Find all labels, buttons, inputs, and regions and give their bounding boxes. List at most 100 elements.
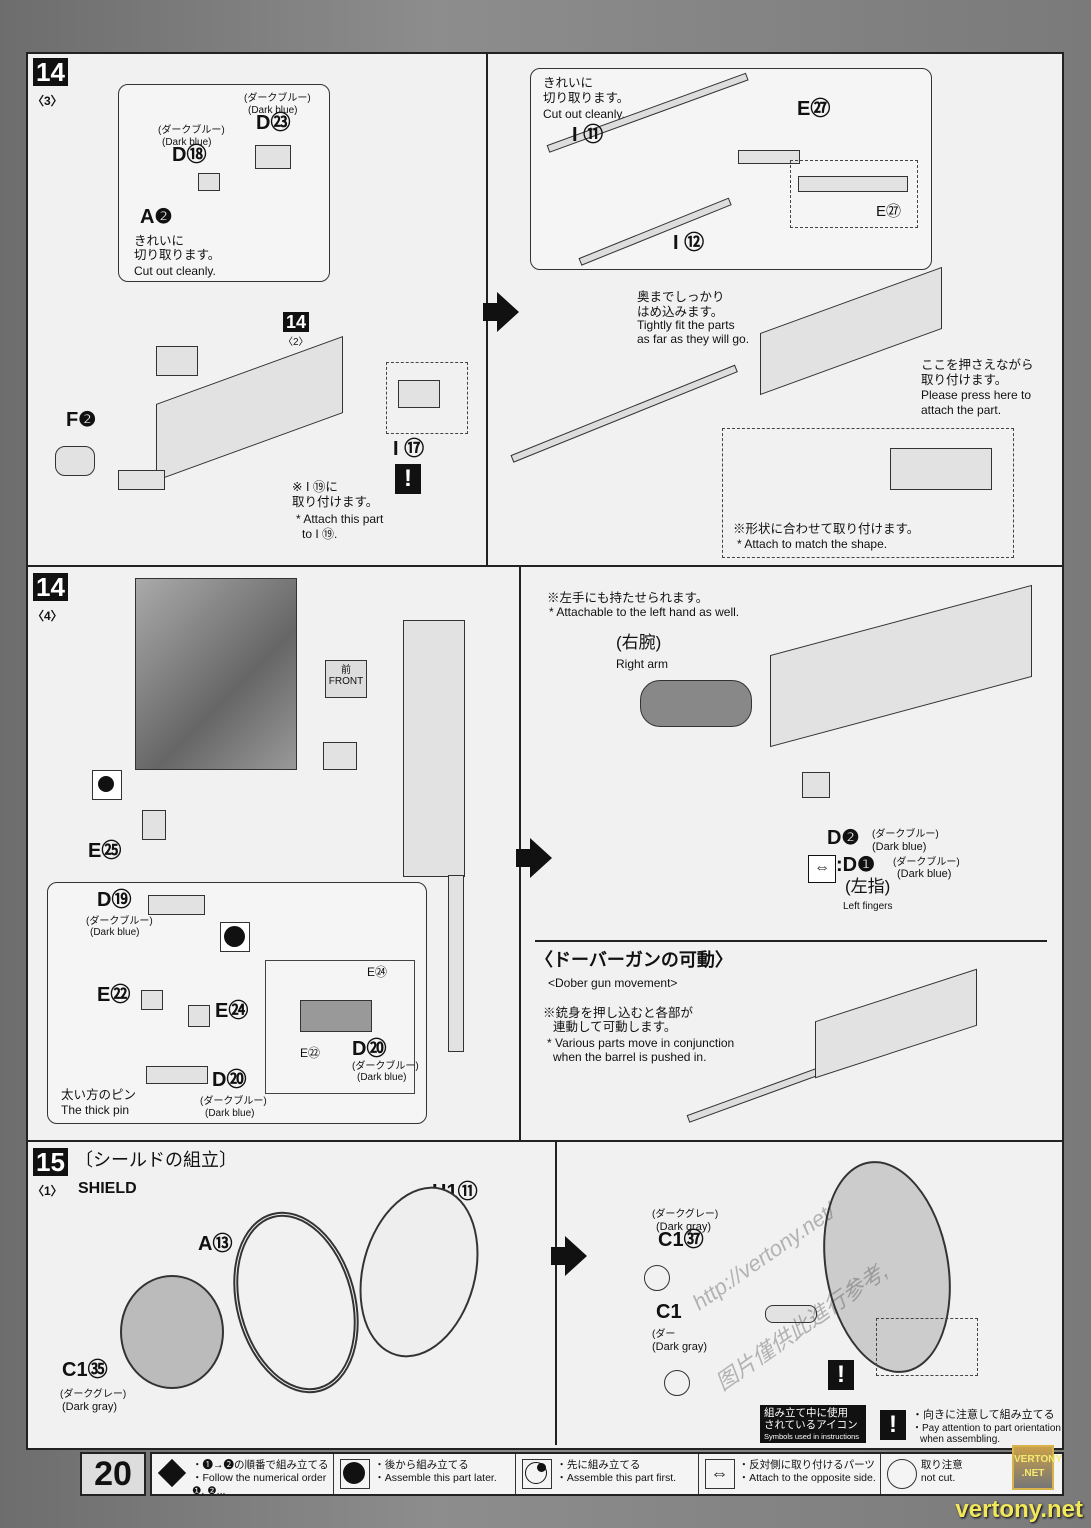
part-label: I ⑰ [393, 438, 425, 460]
part-label: C1㊲ [658, 1229, 704, 1251]
legend-jp: ・反対側に取り付けるパーツ [738, 1459, 875, 1471]
note: attach the part. [921, 403, 1002, 417]
color-label: (Dark blue) [357, 1072, 407, 1083]
note: * Various parts move in conjunction [547, 1036, 735, 1050]
part-d23 [255, 145, 291, 169]
part-label: A⑬ [198, 1233, 233, 1255]
legend-item-numerical-order: ・❶→❷の順番で組み立てる・Follow the numerical order… [152, 1454, 335, 1497]
gun-side-view [403, 620, 465, 877]
color-label: (Dark blue) [872, 841, 927, 853]
part-label: D⑲ [97, 889, 132, 911]
icons-header-en: Symbols used in instructions [764, 1432, 860, 1441]
note: 奥までしっかり [637, 290, 725, 304]
color-label: (ダークブルー) [352, 1061, 419, 1072]
legend-en: ・Assemble this part first. [556, 1472, 677, 1484]
color-label: (Dark gray) [656, 1221, 712, 1233]
part-label: D❷ [827, 827, 860, 849]
do-not-cut-icon [664, 1370, 690, 1396]
part-label: D⑳ [352, 1038, 387, 1060]
note: 取り付けます。 [921, 373, 1008, 387]
note: The thick pin [61, 1103, 130, 1117]
detail-box [790, 160, 918, 228]
do-not-cut-icon [644, 1265, 670, 1291]
part-e22 [141, 990, 163, 1010]
legend-jp: 取り注意 [920, 1459, 963, 1471]
legend-jp: ・後から組み立てる [374, 1459, 469, 1471]
note: to I ⑲. [302, 527, 338, 541]
next-arrow-icon [483, 292, 519, 332]
step-number: 14 [33, 573, 68, 601]
assemble-first-icon [92, 770, 122, 800]
note: as far as they will go. [637, 332, 750, 346]
note: 切り取ります。 [543, 91, 630, 105]
orientation-warning-icon: ! [395, 464, 421, 494]
part-label: E㉗ [797, 98, 831, 120]
note: ・向きに注意して組み立てる [912, 1409, 1055, 1421]
section-title: 〔シールドの組立〕 [75, 1150, 237, 1170]
part-label: C1 [656, 1301, 682, 1323]
symbol-legend: ・❶→❷の順番で組み立てる・Follow the numerical order… [150, 1452, 1064, 1497]
color-label: (Dark gray) [62, 1401, 118, 1413]
note: when assembling. [920, 1434, 1001, 1445]
step-number: 14 [33, 58, 68, 86]
color-label: (ダークブルー) [893, 857, 960, 868]
legend-item-opposite-side: ⇔・反対側に取り付けるパーツ・Attach to the opposite si… [699, 1454, 881, 1494]
note: (右腕) [616, 633, 662, 652]
note: ここを押さえながら [921, 358, 1034, 372]
note: Right arm [616, 657, 669, 671]
step-number: 15 [33, 1148, 68, 1176]
part-d19 [148, 895, 205, 915]
color-label: (ダー [652, 1329, 676, 1340]
divider [26, 1140, 1062, 1142]
part-d20 [146, 1066, 208, 1084]
front-label-en: FRONT [328, 676, 364, 687]
note: ※ I ⑲に [292, 480, 338, 494]
part-label: I ⑫ [673, 232, 705, 254]
part-label: E㉔ [367, 965, 388, 979]
part-bracket [323, 742, 357, 770]
color-label: (Dark blue) [162, 137, 212, 148]
note: (左指) [845, 877, 891, 896]
legend-en: not cut. [920, 1472, 956, 1484]
note: 連動して可動します。 [553, 1020, 677, 1034]
opposite-side-icon: ⇔ [704, 1459, 735, 1489]
part-label: D⑱ [172, 144, 207, 166]
detail-box [722, 428, 1014, 558]
part-d2-hand [802, 772, 830, 798]
part-label: I ⑪ [572, 124, 604, 146]
divider [535, 940, 1047, 942]
gun-body-detail [890, 448, 992, 490]
section-subtitle: SHIELD [78, 1180, 137, 1197]
icons-legend-header: 組み立て中に使用 されているアイコン Symbols used in instr… [760, 1405, 866, 1443]
assemble-later-icon [220, 922, 250, 952]
part-label: D⑳ [212, 1069, 247, 1091]
step-sub: 〈1〉 [32, 1184, 63, 1198]
color-label: (Dark blue) [248, 105, 298, 116]
color-label: (ダークブルー) [158, 125, 225, 136]
note: ※左手にも持たせられます。 [547, 591, 709, 605]
part-label: D㉓ [256, 112, 291, 134]
note: when the barrel is pushed in. [553, 1050, 707, 1064]
note: きれいに [543, 76, 594, 90]
part-label: C1㉟ [62, 1359, 108, 1381]
note: Tightly fit the parts [637, 318, 735, 332]
callout-box [530, 68, 932, 270]
shield-core-c1 [120, 1275, 224, 1389]
watermark-badge: VERTONY .NET [1012, 1445, 1062, 1490]
divider [26, 565, 1062, 567]
note: Cut out cleanly. [134, 264, 216, 278]
shield-handle [765, 1305, 817, 1323]
color-label: (ダークグレー) [60, 1389, 127, 1400]
part-label: :D❶ [836, 854, 876, 876]
robot-photo [135, 578, 297, 770]
front-label-jp: 前 [341, 665, 351, 676]
legend-item-assemble-later: ・後から組み立てる・Assemble this part later. [334, 1454, 517, 1494]
page-number: 20 [80, 1452, 146, 1496]
part-label: E㉒ [300, 1046, 321, 1060]
part-label: A❷ [140, 206, 173, 228]
note: 切り取ります。 [134, 248, 221, 262]
color-label: (ダークブルー) [244, 93, 311, 104]
color-label: (ダークブルー) [872, 829, 939, 840]
